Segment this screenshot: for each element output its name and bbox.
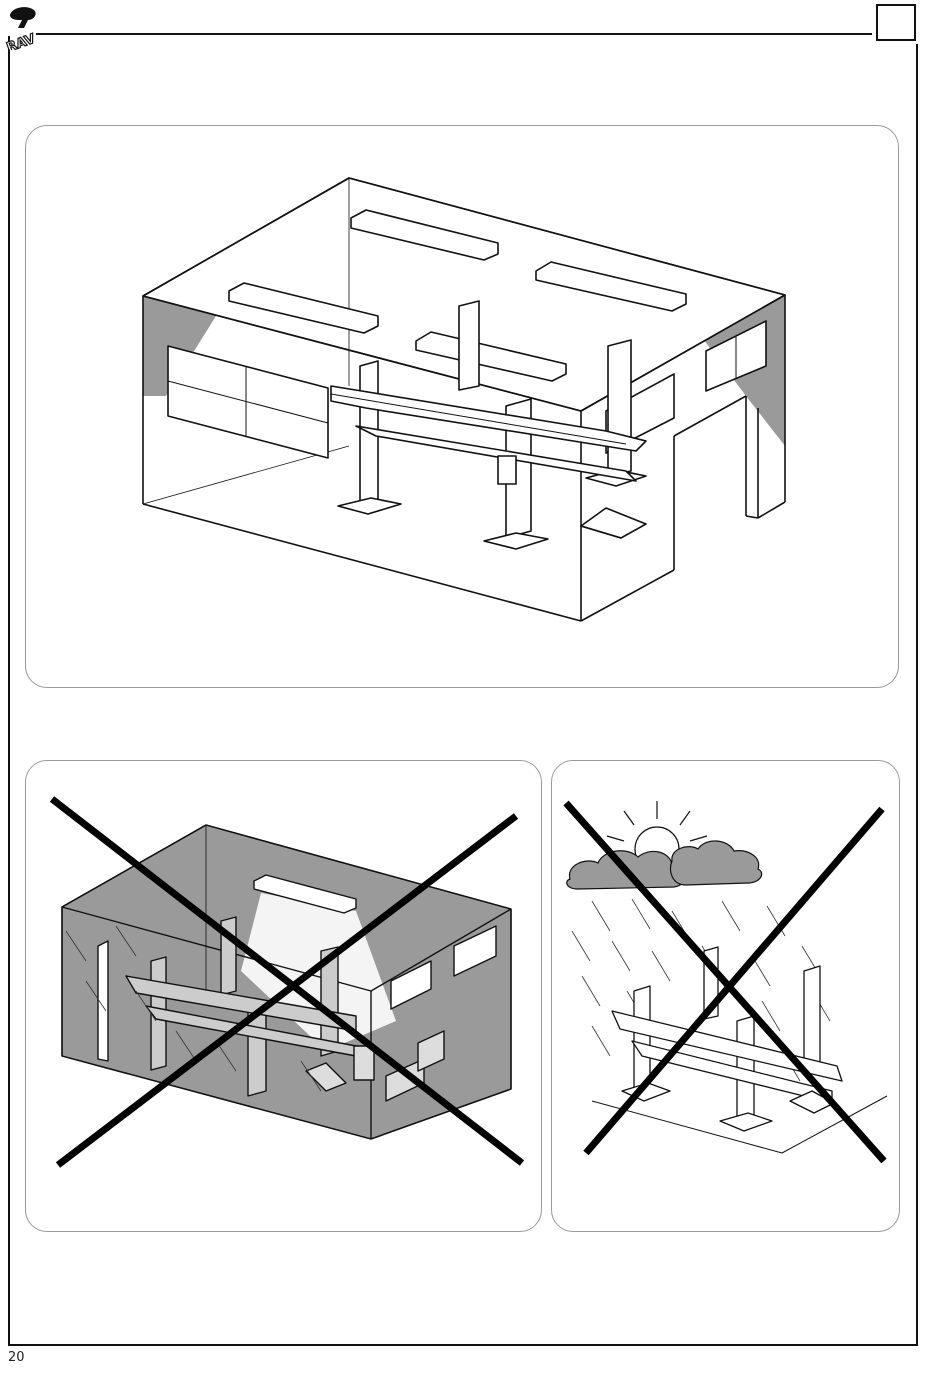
car-lift-indoor-workshop-illustration: [26, 126, 899, 688]
page-frame-left-line: [8, 36, 10, 1346]
logo-text: RAV: [5, 32, 38, 50]
figure-dark-enclosed-room-prohibited: [25, 760, 542, 1232]
figure-outdoor-rain-prohibited: [551, 760, 900, 1232]
figure-indoor-workshop: [25, 125, 899, 688]
rav-logo-icon: RAV: [4, 2, 44, 50]
page-frame-top-line: [36, 33, 872, 35]
dark-room-illustration: [26, 761, 542, 1232]
page-frame-bottom-line: [8, 1344, 918, 1346]
page-number: 20: [8, 1350, 25, 1365]
page-frame-right-line: [916, 44, 918, 1346]
corner-box: [876, 4, 916, 41]
outdoor-rain-illustration: [552, 761, 900, 1232]
